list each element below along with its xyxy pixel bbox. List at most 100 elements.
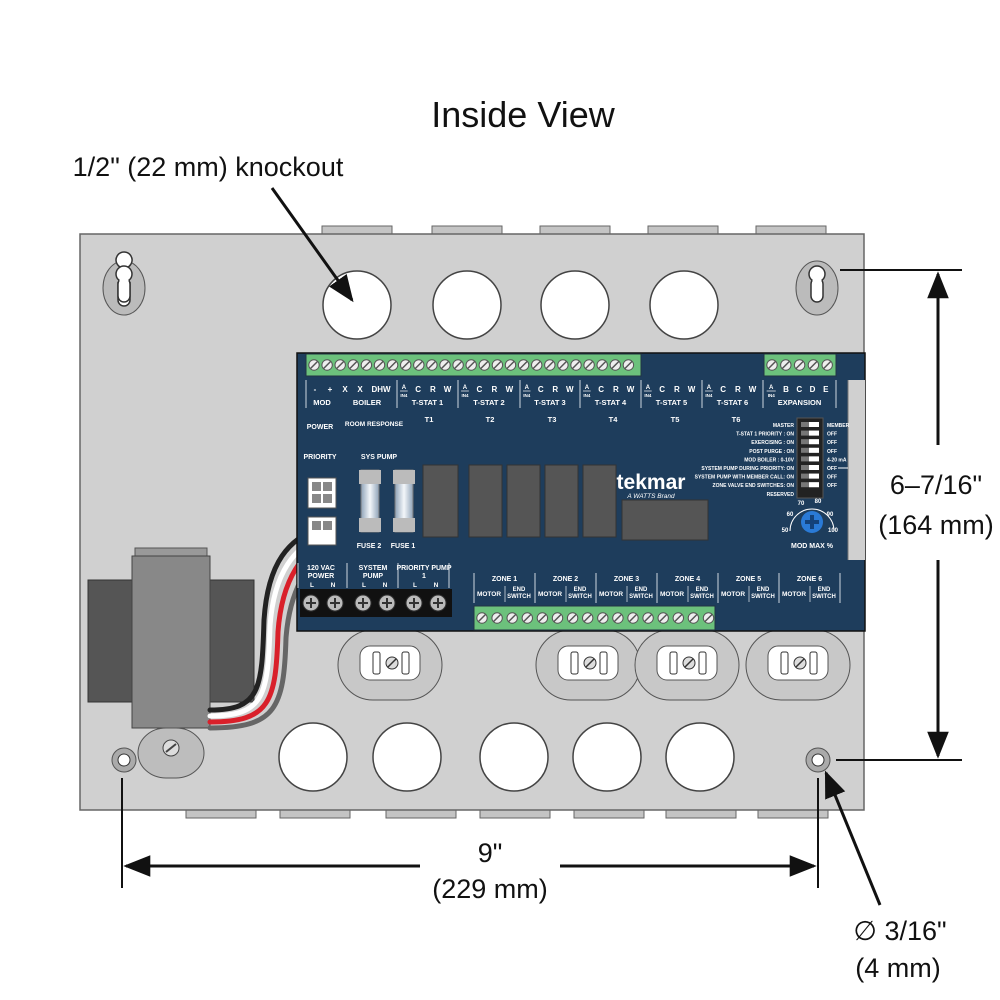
terminal-screw[interactable] (544, 359, 556, 371)
zone-terminal-screw[interactable] (506, 612, 518, 624)
terminal-screw[interactable] (439, 359, 451, 371)
power-terminal-screw[interactable] (405, 594, 423, 612)
terminal-screw[interactable] (517, 359, 530, 371)
terminal-screw[interactable] (334, 359, 346, 371)
terminal-screw[interactable] (426, 359, 438, 371)
indicator-t4: T4 (609, 415, 619, 424)
terminal-screw[interactable] (557, 359, 569, 371)
terminal-screw[interactable] (596, 359, 608, 371)
zone-terminal-screw[interactable] (612, 612, 624, 624)
power-terminal-screw[interactable] (354, 594, 372, 612)
dip-switch[interactable] (801, 465, 819, 470)
terminal-label: R (492, 385, 498, 394)
terminal-label: C (659, 385, 665, 394)
zone-terminal-screw[interactable] (687, 612, 700, 624)
terminal-screw[interactable] (465, 359, 477, 371)
dip-switch[interactable] (801, 482, 819, 488)
terminal-screw[interactable] (400, 359, 412, 371)
fuse-2[interactable] (359, 469, 381, 533)
zone-terminal-screw[interactable] (642, 612, 654, 624)
terminal-screw[interactable] (807, 359, 820, 371)
svg-text:A: A (585, 385, 590, 391)
power-terminal-screw[interactable] (378, 594, 396, 612)
mod-max-dial[interactable] (789, 508, 835, 533)
knockout-callout: 1/2" (22 mm) knockout (73, 152, 344, 182)
svg-text:END: END (757, 587, 770, 593)
terminal-screw[interactable] (478, 359, 490, 371)
dip-switch[interactable] (801, 473, 819, 479)
dip-switch[interactable] (801, 422, 819, 427)
terminal-screw[interactable] (531, 359, 543, 371)
dip-switch[interactable] (801, 456, 819, 462)
power-group-label: 1 (422, 573, 426, 580)
dip-switch[interactable] (801, 447, 819, 453)
svg-text:IN4: IN4 (705, 393, 713, 398)
power-terminal-screw[interactable] (429, 594, 447, 612)
zone-label: ZONE 5 (736, 576, 761, 583)
power-group-label: PUMP (363, 573, 384, 580)
terminal-label: B (783, 385, 789, 394)
power-terminal-screw[interactable] (326, 594, 344, 612)
terminal-screw[interactable] (504, 359, 517, 371)
zone-terminal-screw[interactable] (536, 612, 549, 624)
svg-text:N: N (434, 582, 439, 589)
terminal-screw[interactable] (386, 359, 399, 371)
zone-motor-label: MOTOR (538, 591, 562, 598)
terminal-screw[interactable] (452, 359, 464, 371)
terminal-label: R (430, 385, 436, 394)
terminal-label: W (749, 385, 757, 394)
fuse-1[interactable] (393, 469, 415, 533)
zone-terminal-screw[interactable] (597, 612, 609, 624)
dip-switch[interactable] (801, 439, 819, 445)
svg-text:L: L (362, 582, 366, 589)
zone-terminal-screw[interactable] (491, 612, 503, 624)
dip-left-label: MOD BOILER : 0-10V (744, 457, 794, 463)
svg-text:A: A (707, 385, 712, 391)
zone-terminal-screw[interactable] (657, 612, 669, 624)
svg-text:IN4: IN4 (768, 393, 776, 398)
zone-terminal-screw[interactable] (476, 612, 488, 624)
terminal-screw[interactable] (793, 359, 806, 371)
zone-terminal-screw[interactable] (521, 612, 533, 624)
zone-terminal-screw[interactable] (702, 612, 715, 624)
terminal-screw[interactable] (821, 359, 833, 371)
terminal-screw[interactable] (583, 359, 595, 371)
zone-label: ZONE 2 (553, 576, 578, 583)
terminal-label: C (477, 385, 483, 394)
zone-terminal-screw[interactable] (582, 612, 594, 624)
transformer-connector-bottom (307, 516, 337, 546)
zone-terminal-screw[interactable] (566, 612, 579, 624)
zone-terminal-screw[interactable] (627, 612, 639, 624)
dip-right-label: OFF (827, 483, 837, 489)
terminal-screw[interactable] (609, 359, 621, 371)
terminal-screw[interactable] (570, 359, 582, 371)
dial-label: MOD MAX % (791, 543, 834, 550)
terminal-screw[interactable] (360, 359, 373, 371)
terminal-screw[interactable] (622, 359, 635, 371)
terminal-screw[interactable] (347, 359, 359, 371)
terminal-screw[interactable] (780, 359, 792, 371)
zone-terminal-screws[interactable] (476, 612, 715, 624)
terminal-label: DHW (371, 385, 391, 394)
svg-text:END: END (818, 587, 831, 593)
relays (422, 464, 709, 541)
mounting-hole-left (111, 747, 137, 773)
dip-switch[interactable] (801, 430, 819, 436)
terminal-screw[interactable] (766, 359, 778, 371)
zone-terminal-screw[interactable] (551, 612, 564, 624)
top-terminal-screws[interactable] (308, 359, 833, 371)
terminal-screw[interactable] (373, 359, 386, 371)
power-terminal-screw[interactable] (302, 594, 320, 612)
zone-terminal-screw[interactable] (672, 612, 684, 624)
terminal-screw[interactable] (413, 359, 425, 371)
led-priority-label: PRIORITY (303, 454, 336, 461)
terminal-screw[interactable] (321, 359, 333, 371)
group-label: EXPANSION (778, 398, 822, 407)
terminal-screw[interactable] (308, 359, 320, 371)
dip-left-label: SYSTEM PUMP WITH MEMBER CALL: ON (695, 475, 795, 481)
terminal-screw[interactable] (491, 359, 504, 371)
